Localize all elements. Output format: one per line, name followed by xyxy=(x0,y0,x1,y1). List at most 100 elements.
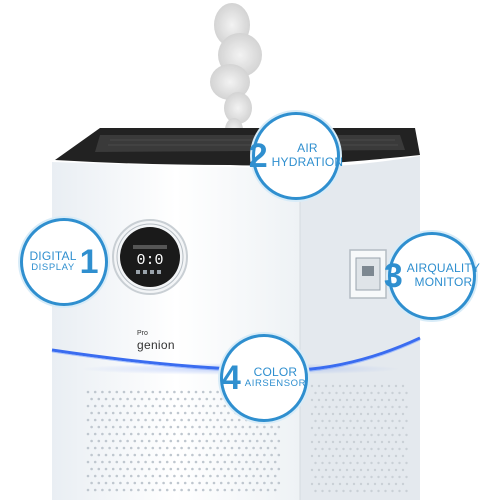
grille-hole xyxy=(223,488,227,492)
grille-hole xyxy=(191,397,194,401)
grille-hole xyxy=(245,446,248,450)
grille-hole xyxy=(241,439,245,443)
grille-hole xyxy=(252,432,255,436)
grille-hole xyxy=(216,390,219,394)
grille-hole xyxy=(209,404,212,408)
grille-hole xyxy=(151,474,155,478)
grille-hole xyxy=(270,439,273,443)
grille-hole xyxy=(173,446,176,450)
grille-hole xyxy=(338,482,342,486)
grille-hole xyxy=(180,460,183,464)
grille-hole xyxy=(144,418,147,422)
grille-hole xyxy=(273,474,277,478)
grille-hole xyxy=(140,411,144,415)
grille-hole xyxy=(173,488,176,492)
grille-hole xyxy=(370,419,373,423)
grille-hole xyxy=(405,489,408,493)
grille-hole xyxy=(259,488,263,492)
grille-hole xyxy=(173,404,176,408)
grille-hole xyxy=(108,432,111,436)
grille-hole xyxy=(90,411,93,415)
grille-hole xyxy=(165,446,169,450)
grille-hole xyxy=(129,390,133,394)
grille-hole xyxy=(237,460,241,464)
grille-hole xyxy=(394,426,398,430)
grille-hole xyxy=(345,468,349,472)
grille-hole xyxy=(377,475,380,479)
grille-hole xyxy=(101,488,104,492)
grille-hole xyxy=(86,390,90,394)
display-readout: 0:0 xyxy=(136,252,163,269)
grille-hole xyxy=(147,453,151,457)
grille-hole xyxy=(212,439,216,443)
grille-hole xyxy=(356,405,359,409)
grille-hole xyxy=(104,453,108,457)
grille-hole xyxy=(255,439,259,443)
grille-hole xyxy=(384,391,387,395)
grille-hole xyxy=(366,398,370,402)
grille-hole xyxy=(223,446,227,450)
grille-hole xyxy=(216,404,219,408)
grille-hole xyxy=(183,453,187,457)
grille-hole xyxy=(363,405,366,409)
grille-hole xyxy=(255,467,259,471)
grille-hole xyxy=(391,461,394,465)
grille-hole xyxy=(129,404,133,408)
grille-hole xyxy=(86,460,90,464)
grille-hole xyxy=(349,433,352,437)
grille-hole xyxy=(405,405,408,409)
grille-hole xyxy=(394,468,398,472)
grille-hole xyxy=(317,468,321,472)
grille-hole xyxy=(108,488,111,492)
grille-hole xyxy=(180,418,183,422)
grille-hole xyxy=(140,439,144,443)
grille-hole xyxy=(227,425,230,429)
grille-hole xyxy=(147,425,151,429)
grille-hole xyxy=(273,446,277,450)
grille-hole xyxy=(328,405,331,409)
grille-hole xyxy=(245,474,248,478)
grille-hole xyxy=(137,404,140,408)
callout-label-line2: HYDRATION xyxy=(271,155,344,169)
grille-hole xyxy=(384,433,387,437)
grille-hole xyxy=(317,454,321,458)
grille-hole xyxy=(104,481,108,485)
callout-label-line2: DISPLAY xyxy=(31,262,75,274)
grille-hole xyxy=(133,425,137,429)
grille-hole xyxy=(191,467,194,471)
grille-hole xyxy=(370,405,373,409)
grille-hole xyxy=(359,398,363,402)
grille-hole xyxy=(115,390,119,394)
grille-hole xyxy=(387,482,391,486)
grille-hole xyxy=(122,432,126,436)
grille-hole xyxy=(273,432,277,436)
grille-hole xyxy=(259,460,263,464)
grille-hole xyxy=(401,482,405,486)
grille-hole xyxy=(126,425,129,429)
grille-hole xyxy=(266,460,270,464)
grille-hole xyxy=(122,474,126,478)
grille-hole xyxy=(245,488,248,492)
grille-hole xyxy=(328,433,331,437)
grille-hole xyxy=(158,390,162,394)
grille-hole xyxy=(324,398,328,402)
grille-hole xyxy=(198,467,201,471)
grille-hole xyxy=(162,425,165,429)
grille-hole xyxy=(216,488,219,492)
grille-hole xyxy=(205,439,209,443)
grille-hole xyxy=(331,384,335,388)
grille-hole xyxy=(335,419,338,423)
grille-hole xyxy=(191,453,194,457)
grille-hole xyxy=(90,481,93,485)
grille-hole xyxy=(205,411,209,415)
grille-hole xyxy=(331,440,335,444)
grille-hole xyxy=(144,488,147,492)
grille-hole xyxy=(133,481,137,485)
grille-hole xyxy=(183,467,187,471)
grille-hole xyxy=(366,482,370,486)
grille-hole xyxy=(380,384,384,388)
grille-hole xyxy=(191,481,194,485)
grille-hole xyxy=(252,474,255,478)
grille-hole xyxy=(212,425,216,429)
grille-hole xyxy=(140,425,144,429)
